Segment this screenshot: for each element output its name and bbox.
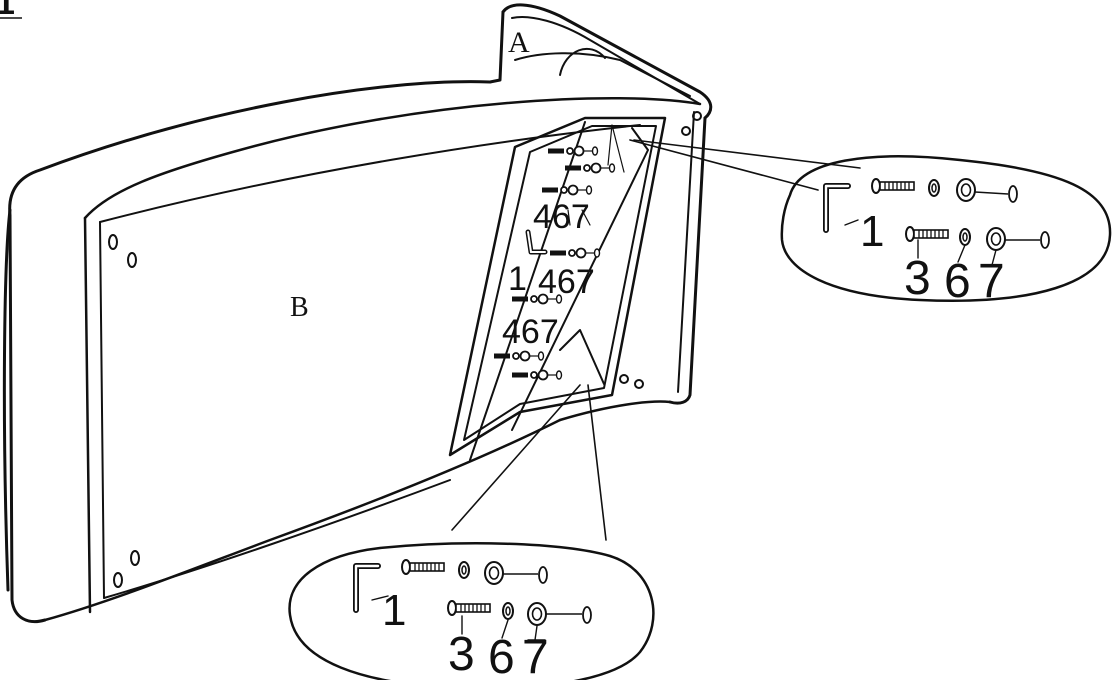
bolt-icon [871,178,915,194]
svg-text:6: 6 [944,255,971,308]
part-group-3: 467 [502,313,559,351]
svg-text:6: 6 [488,631,515,680]
callout-leaders [451,139,861,541]
big-washer-icon [484,561,504,585]
hexkey-icon [826,186,848,230]
bracket-hexkey [525,229,548,255]
bolt-icon [401,559,445,575]
part-group-1: 467 [533,198,590,236]
big-washer-icon [527,602,547,626]
svg-text:1: 1 [0,0,15,22]
callout-bottom: 1 3 6 7 [288,542,655,685]
small-washer-icon [502,602,514,620]
small-washer-icon [959,228,971,246]
bolt-icon [905,226,949,242]
mounting-bracket [448,116,667,461]
part-group-2: 467 [538,263,595,301]
part-b-label: B [290,292,309,323]
step-number: 1 [0,0,22,22]
small-washer-icon [928,179,940,197]
part-a-upright [488,3,713,405]
hexkey-icon [356,566,378,610]
leader-lines-main [567,124,625,226]
svg-text:7: 7 [522,631,549,680]
small-washer-icon [458,561,470,579]
callout-top-right: 1 3 6 7 [780,155,1112,308]
part-a-label: A [508,26,530,59]
svg-text:3: 3 [448,628,475,680]
svg-text:3: 3 [904,252,931,305]
svg-text:1: 1 [382,586,406,635]
big-washer-icon [986,227,1006,251]
svg-text:7: 7 [978,255,1005,308]
bolt-icon [447,600,491,616]
big-washer-icon [956,178,976,202]
part-group-2-tool: 1 [508,260,527,298]
svg-text:1: 1 [860,207,884,256]
